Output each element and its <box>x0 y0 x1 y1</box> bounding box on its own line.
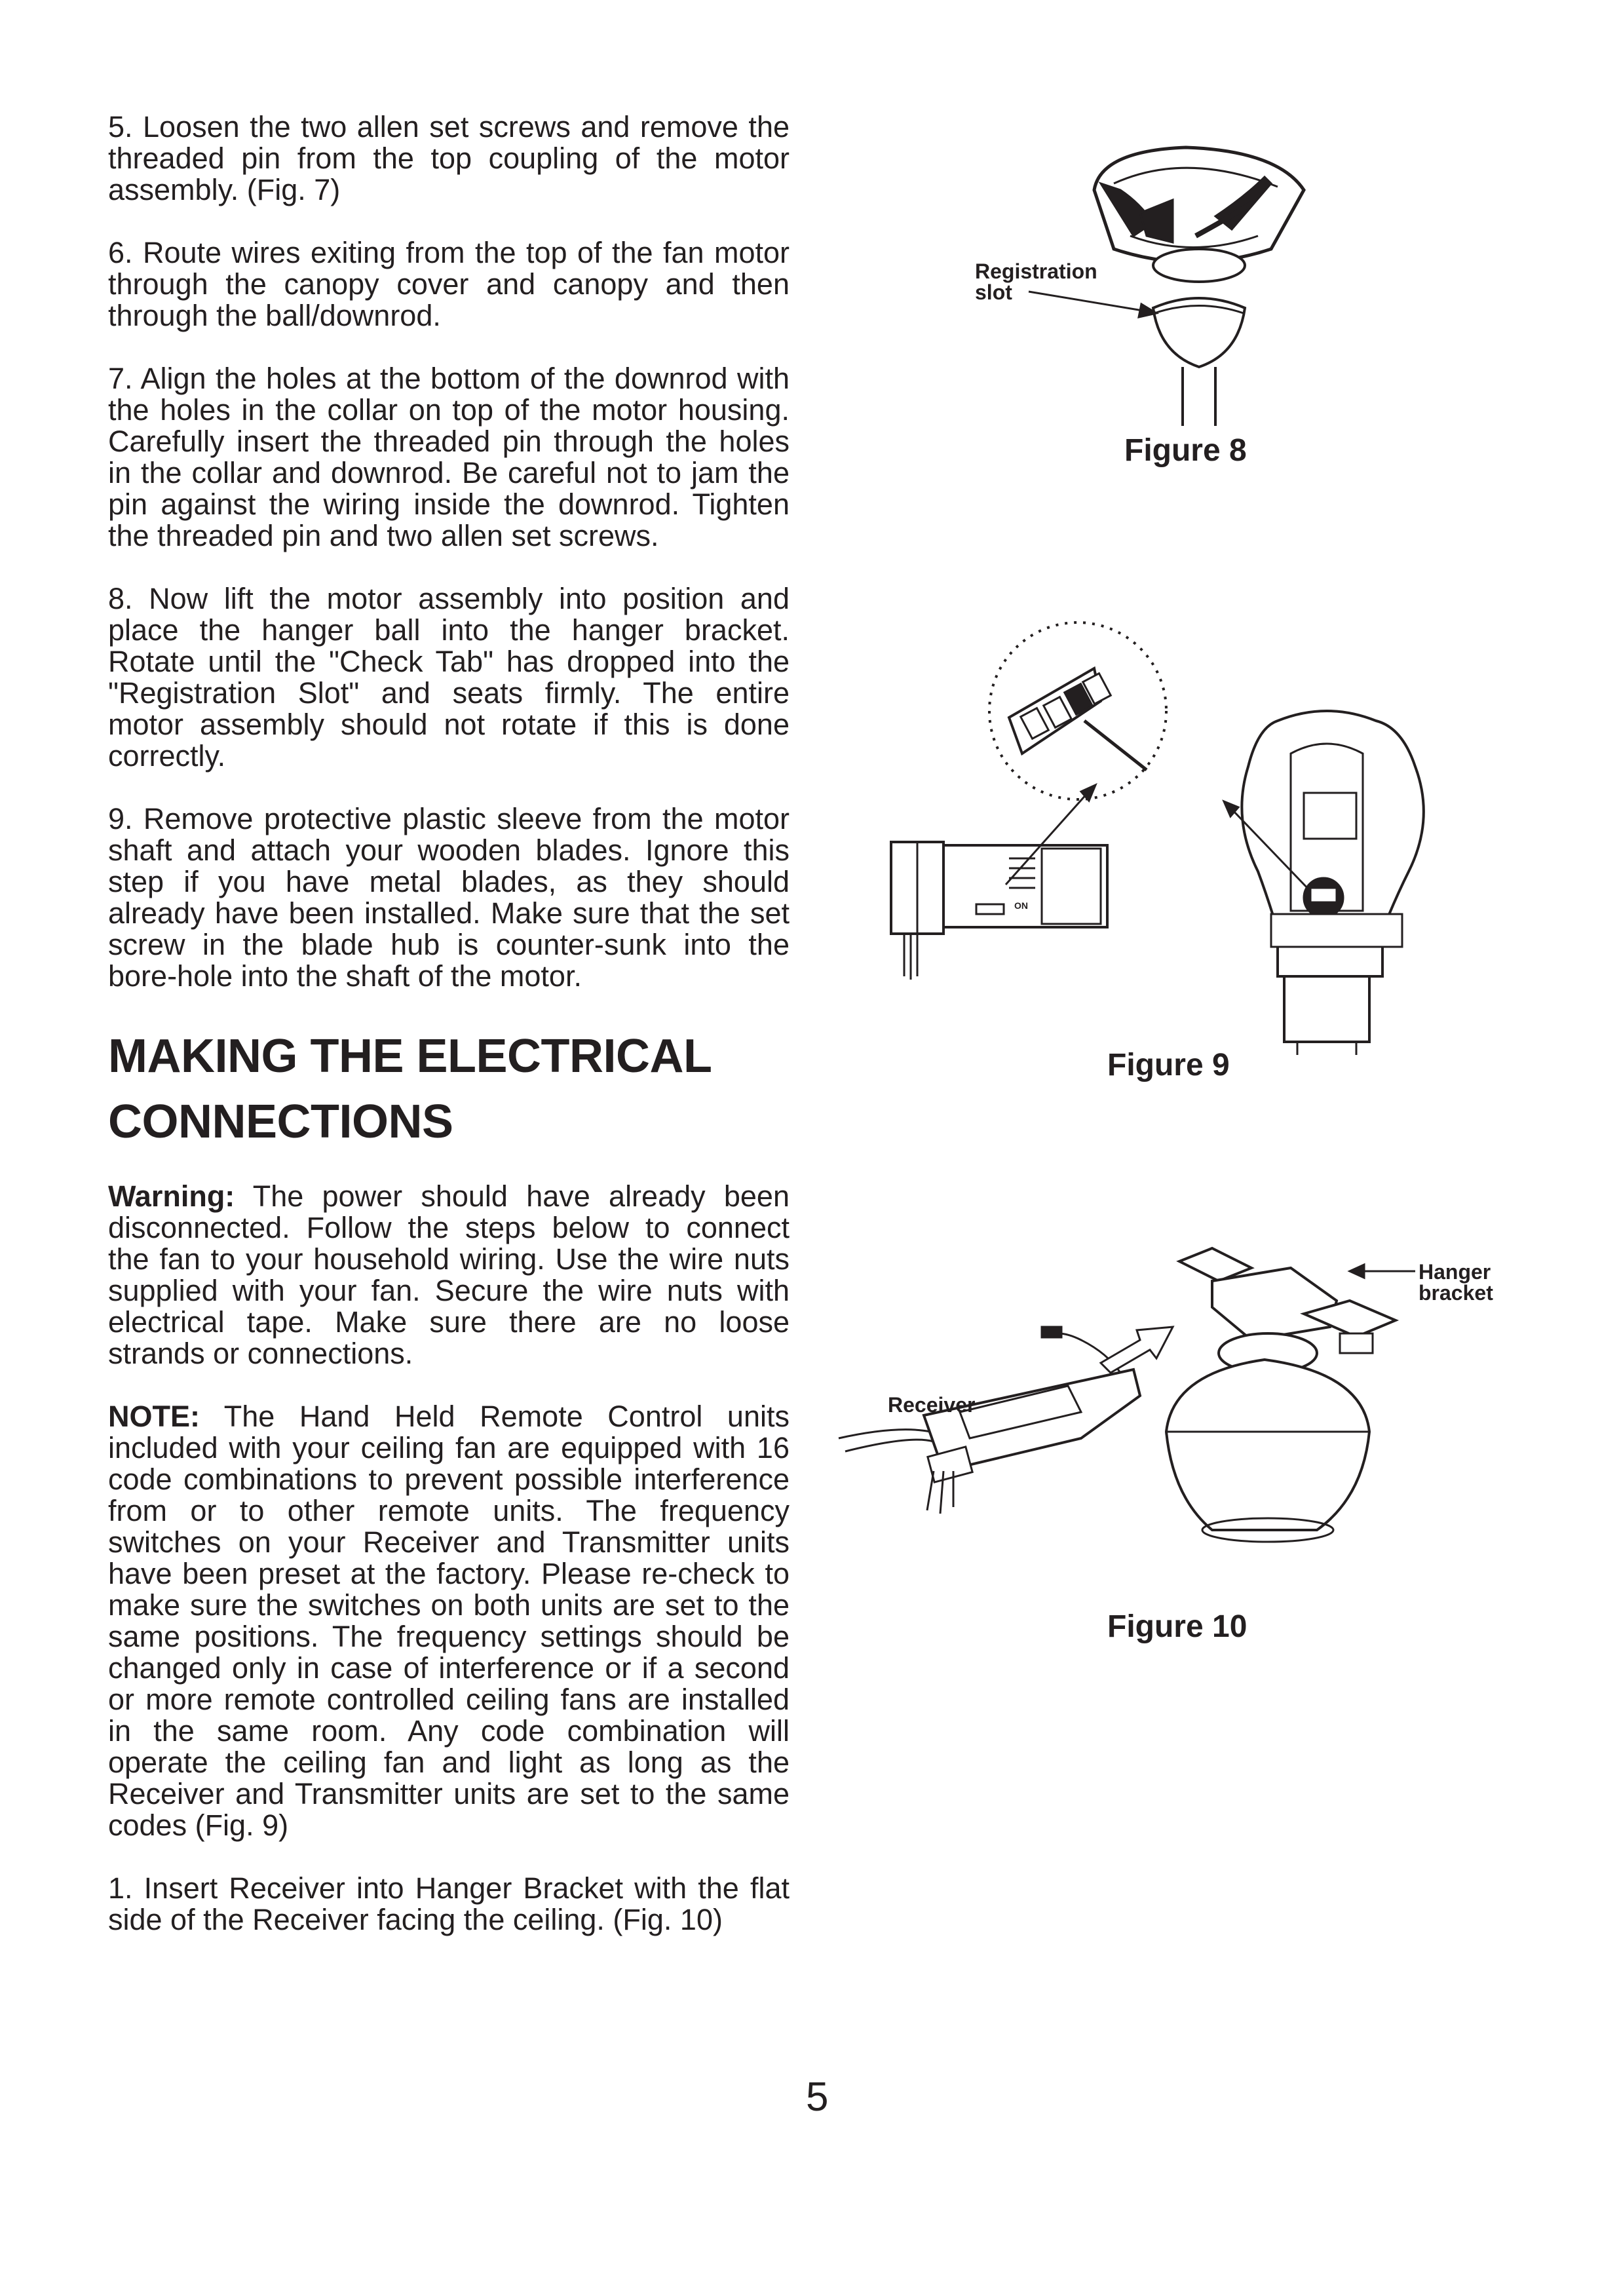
registration-label-line-2: slot <box>975 280 1012 304</box>
figure-9-caption: Figure 9 <box>1107 1048 1230 1082</box>
figure-8-illustration <box>1075 138 1324 426</box>
receiver-label: Receiver <box>888 1393 976 1417</box>
registration-slot-pointer <box>1029 282 1160 321</box>
registration-slot-label: Registration slot <box>975 261 1097 303</box>
figure-8-caption: Figure 8 <box>1124 433 1247 468</box>
warning-paragraph: Warning: The power should have already b… <box>108 1181 790 1369</box>
switch-on-label: ON <box>1014 900 1028 911</box>
page-number: 5 <box>806 2075 829 2120</box>
step-6-paragraph: 6. Route wires exiting from the top of t… <box>108 236 790 332</box>
warning-label: Warning: <box>108 1179 235 1213</box>
step-1-paragraph: 1. Insert Receiver into Hanger Bracket w… <box>108 1871 790 1936</box>
registration-label-line-1: Registration <box>975 259 1097 283</box>
hanger-bracket-label: Hanger bracket <box>1419 1261 1493 1303</box>
text-column: 5. Loosen the two allen set screws and r… <box>108 111 790 1967</box>
note-paragraph: NOTE: The Hand Held Remote Control units… <box>108 1401 790 1841</box>
hanger-label-line-2: bracket <box>1419 1281 1493 1305</box>
step-7-paragraph: 7. Align the holes at the bottom of the … <box>108 362 790 552</box>
note-label: NOTE: <box>108 1400 200 1433</box>
warning-text: The power should have already been disco… <box>108 1179 790 1370</box>
note-text: The Hand Held Remote Control units inclu… <box>108 1400 790 1842</box>
step-8-paragraph: 8. Now lift the motor assembly into posi… <box>108 582 790 773</box>
figure-10-illustration <box>832 1242 1461 1569</box>
section-heading: MAKING THE ELECTRICAL CONNECTIONS <box>108 1024 790 1155</box>
heading-line-2: CONNECTIONS <box>108 1096 453 1148</box>
step-9-paragraph: 9. Remove protective plastic sleeve from… <box>108 802 790 993</box>
figure-10-caption: Figure 10 <box>1107 1609 1248 1644</box>
figure-9-illustration <box>891 622 1468 1068</box>
hanger-label-line-1: Hanger <box>1419 1260 1491 1284</box>
heading-line-1: MAKING THE ELECTRICAL <box>108 1030 712 1082</box>
step-5-paragraph: 5. Loosen the two allen set screws and r… <box>108 110 790 206</box>
